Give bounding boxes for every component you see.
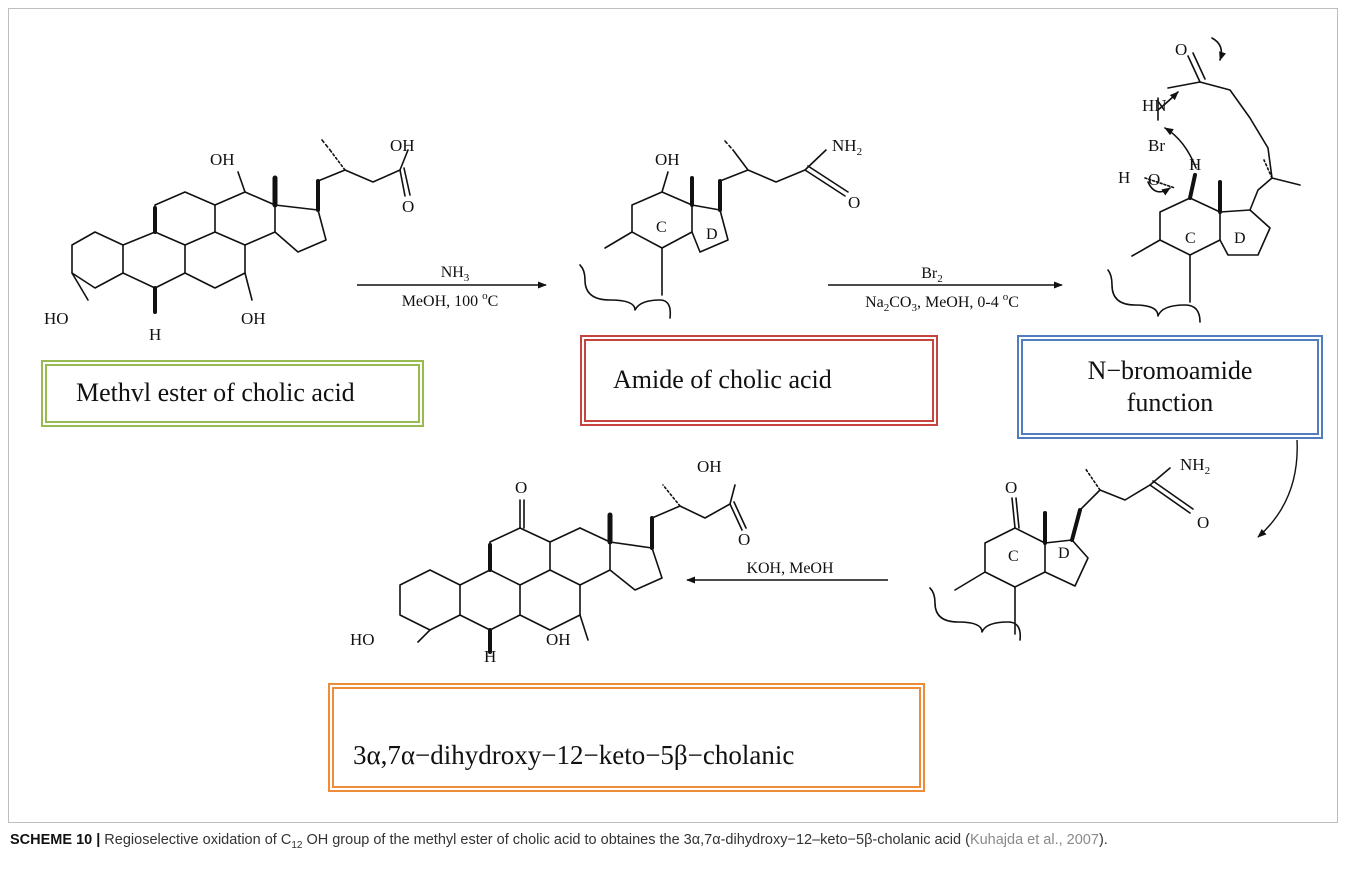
molecule-product [399,484,747,654]
ring-d-label-amide: D [706,226,718,243]
atom-o-bromoamide-ring: O [1148,170,1160,189]
ring-d-label-keto: D [1058,545,1070,562]
atom-ho-3: HO [44,309,69,328]
atom-oh-12: OH [210,150,235,169]
caption-text-a: Regioselective oxidation of C [100,832,292,848]
reaction-arrow-curved [1257,439,1298,538]
figure-caption: SCHEME 10 | Regioselective oxidation of … [10,830,1336,856]
atom-oh-product-acid: OH [697,457,722,476]
molecule-amide [579,140,849,319]
atom-h-5: H [149,325,161,344]
label-box-bromoamide: N−bromoamide function [1017,335,1323,439]
reagent-nh3: NH3 [441,264,470,284]
atom-o-acid: O [402,197,414,216]
label-methyl-ester: Methvl ester of cholic acid [76,378,355,408]
ring-d-label-bromoamide: D [1234,230,1246,247]
caption-text-b: OH group of the methyl ester of cholic a… [302,832,970,848]
atom-oh-7: OH [241,309,266,328]
atom-oh-amide: OH [655,150,680,169]
atom-br: Br [1148,136,1165,155]
reagent-br2: Br2 [921,265,943,285]
reagent-na2co3: Na2CO3, MeOH, 0-4 oC [865,291,1019,314]
atom-o-amide: O [848,193,860,212]
atom-nh2-amide: NH2 [832,136,862,158]
reagent-koh: KOH, MeOH [746,560,834,577]
atom-oh-acid: OH [390,136,415,155]
caption-text-c: ). [1098,832,1108,848]
label-product: 3α,7α−dihydroxy−12−keto−5β−cholanic [353,740,795,771]
atom-hn-bromoamide: HN [1142,96,1167,115]
label-box-methyl-ester: Methvl ester of cholic acid [41,360,424,427]
caption-subscript: 12 [291,839,303,851]
label-bromoamide-line2: function [1126,388,1214,417]
atom-h-bromoamide: H [1189,155,1201,174]
label-box-product: 3α,7α−dihydroxy−12−keto−5β−cholanic [328,683,925,792]
atom-o-keto-amide: O [1005,478,1017,497]
ring-c-label-keto: C [1008,548,1019,565]
atom-nh2-keto: NH2 [1180,455,1210,477]
atom-o-keto-acid: O [1197,513,1209,532]
molecule-keto-amide [929,467,1194,641]
molecule-methyl-ester [71,139,411,314]
label-bromoamide-line1: N−bromoamide [1087,355,1253,385]
label-bromoamide: N−bromoamide function [1030,348,1310,426]
atom-h-o-left: H [1118,168,1130,187]
reagent-meoh-100: MeOH, 100 oC [402,290,499,310]
ring-c-label-bromoamide: C [1185,230,1196,247]
molecule-n-bromoamide [1107,37,1301,323]
label-box-amide: Amide of cholic acid [580,335,938,426]
atom-o-product: O [515,478,527,497]
ring-c-label-amide: C [656,219,667,236]
caption-citation-link[interactable]: Kuhajda et al., 2007 [969,832,1099,848]
label-amide: Amide of cholic acid [613,365,832,395]
figure-frame [8,8,1338,823]
atom-o-product-acid: O [738,530,750,549]
atom-o-bromoamide: O [1175,40,1187,59]
atom-oh-product-7: OH [546,630,571,649]
atom-ho-product: HO [350,630,375,649]
atom-h-product: H [484,647,496,666]
caption-lead: SCHEME 10 | [10,832,101,848]
